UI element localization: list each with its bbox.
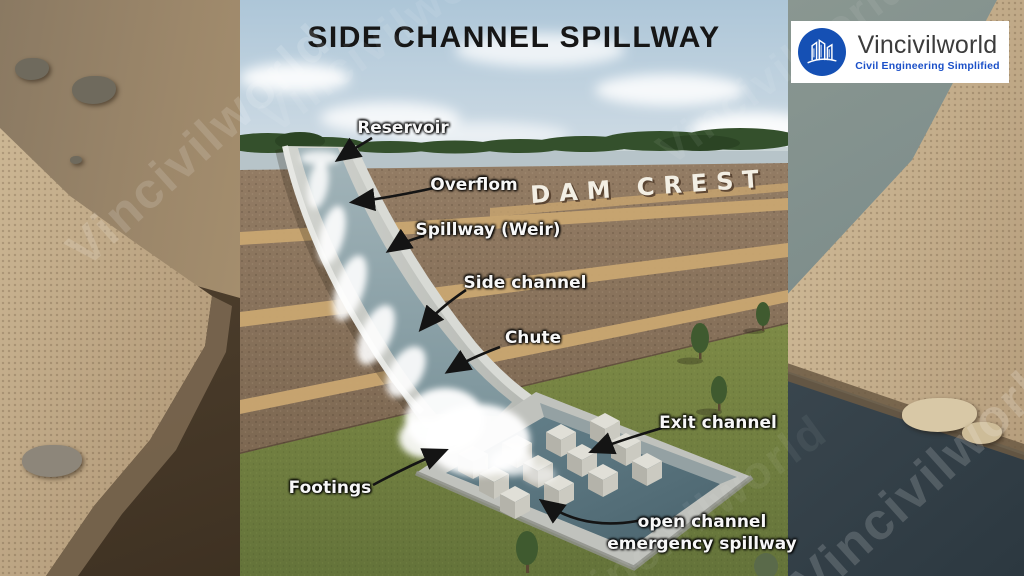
label-emergency-spillway: open channel emergency spillway <box>607 511 797 555</box>
label-arrows <box>334 136 663 525</box>
rock <box>72 76 116 104</box>
spillway-scene: DAM CREST DAM CREST <box>240 0 788 576</box>
label-spillway-weir: Spillway (Weir) <box>415 220 561 240</box>
tree <box>743 302 770 334</box>
tree <box>677 323 709 365</box>
arrow-spillway-weir <box>385 228 425 253</box>
logo-tagline: Civil Engineering Simplified <box>855 60 1000 73</box>
rock <box>70 156 82 164</box>
label-footings: Footings <box>288 478 372 498</box>
water-foam <box>300 151 556 484</box>
tree <box>696 376 727 416</box>
rock <box>15 58 49 80</box>
logo-text: Vincivilworld Civil Engineering Simplifi… <box>853 30 1002 73</box>
arrow-overflow <box>348 186 435 212</box>
page-title: SIDE CHANNEL SPILLWAY <box>307 21 721 54</box>
aerial-photo-right <box>784 0 1024 576</box>
tree <box>516 531 538 573</box>
spillway-illustration: DAM CREST DAM CREST <box>240 0 788 576</box>
rock <box>22 445 82 477</box>
tree <box>754 553 778 576</box>
label-chute: Chute <box>504 328 562 348</box>
trees <box>516 302 778 576</box>
rock <box>962 422 1002 444</box>
label-exit-channel: Exit channel <box>659 413 777 433</box>
arrow-emergency-spillway <box>538 498 643 525</box>
spillway-chute <box>275 145 555 432</box>
arrow-reservoir <box>334 136 373 162</box>
arrow-exit-channel <box>588 426 663 455</box>
label-emergency-line2: emergency spillway <box>607 534 797 554</box>
label-overflow: Overflom <box>430 175 518 195</box>
label-reservoir: Reservoir <box>357 118 449 138</box>
label-side-channel: Side channel <box>463 273 587 293</box>
buildings-icon <box>798 28 846 76</box>
label-emergency-line1: open channel <box>637 512 767 532</box>
aerial-photo-left <box>0 0 240 576</box>
vincivilworld-logo: Vincivilworld Civil Engineering Simplifi… <box>791 21 1009 83</box>
logo-brand: Vincivilworld <box>857 30 998 59</box>
arrow-side-channel <box>418 288 467 332</box>
arrow-footings <box>372 448 449 487</box>
arrow-chute <box>444 345 501 374</box>
